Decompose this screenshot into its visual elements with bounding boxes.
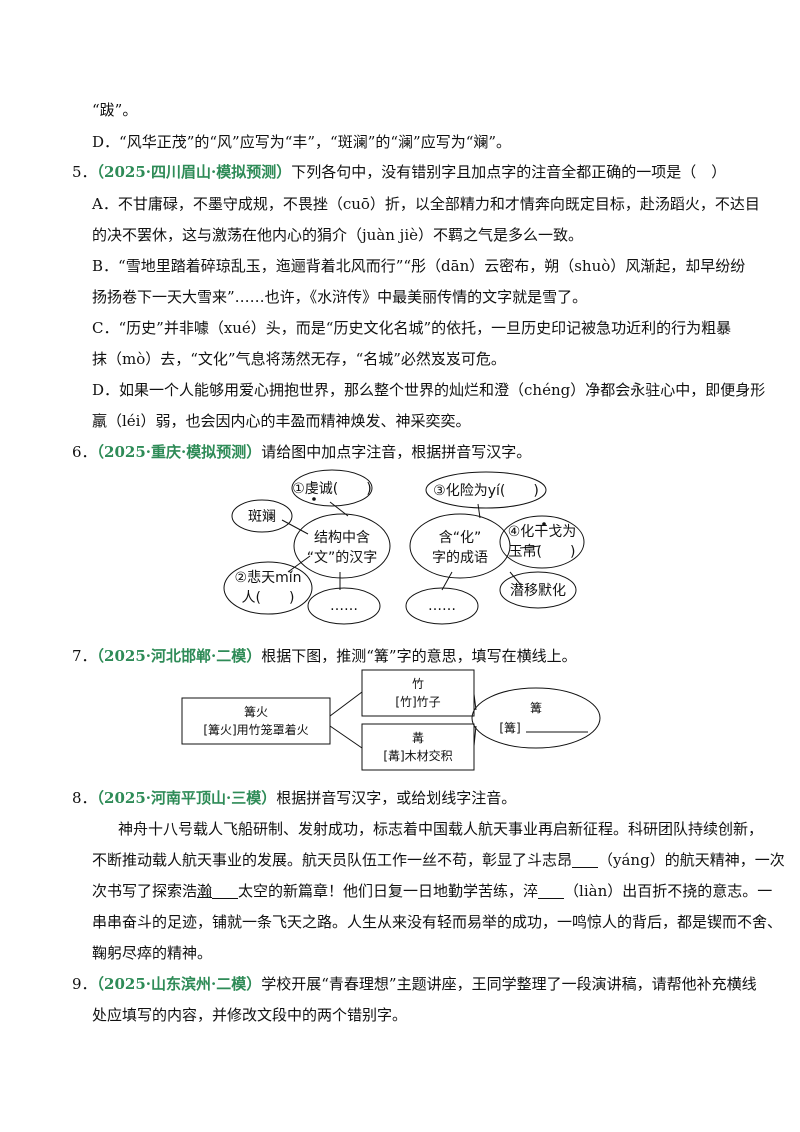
question-9-line2: 处应填写的内容，并修改文段中的两个错别字。: [92, 1006, 408, 1024]
right-more-node: ……: [428, 598, 456, 614]
ellipse-line2: [篝]: [499, 720, 520, 735]
mind-map-diagram: 结构中含 “文”的汉字 ①虔诚( ) 斑斓 ②悲天mǐn 人( ) …… 含“化…: [223, 469, 585, 625]
question-source: （2025·河南平顶山·三模）: [96, 789, 277, 807]
underlined-character: 瀚: [197, 882, 213, 900]
question-stem: 下列各句中，没有错别字且加点字的注音全都正确的一项是（ ）: [291, 163, 727, 181]
left-center-line1: 结构中含: [314, 530, 370, 546]
right-center-line2: 字的成语: [432, 550, 488, 566]
box-top-line1: 竹: [412, 677, 424, 691]
right-bottom-node: 潜移默化: [510, 583, 566, 599]
option-d-line2: 羸（léi）弱，也会因内心的丰盈而精神焕发、神采奕奕。: [92, 412, 471, 430]
box-left-line1: 篝火: [244, 704, 268, 719]
question-number: 8．: [72, 789, 97, 807]
option-a-line2: 的决不罢休，这与激荡在他内心的狷介（juàn jiè）不羁之气是多么一致。: [92, 226, 584, 244]
right-center-line1: 含“化”: [439, 530, 482, 546]
question-number: 5．: [72, 163, 97, 181]
box-top-line2: [竹]竹子: [395, 695, 440, 709]
option-a-line1: A．不甘庸碌，不墨守成规，不畏挫（cuō）折，以全部精力和才情奔向既定目标，赴汤…: [92, 195, 760, 213]
question-number: 6．: [72, 443, 97, 461]
passage-line1: 神舟十八号载人飞船研制、发射成功，标志着中国载人航天事业再启新征程。科研团队持续…: [118, 820, 764, 838]
right-mid-line2: 玉帛( ): [509, 543, 576, 560]
question-source: （2025·山东滨州·二模）: [96, 975, 262, 993]
left-center-line2: “文”的汉字: [307, 550, 378, 566]
option-d-line1: D．如果一个人能够用爱心拥抱世界，那么整个世界的灿烂和澄（chéng）净都会永驻…: [92, 381, 766, 399]
right-mid-line1: ④化干戈为: [508, 524, 577, 540]
question-8-header: 8．（2025·河南平顶山·三模）根据拼音写汉字，或给划线字注音。: [72, 784, 516, 813]
question-source: （2025·四川眉山·模拟预测）: [96, 163, 292, 181]
passage-line3: 次书写了探索浩瀚太空的新篇章！他们日复一日地勤学苦练，淬（liàn）出百折不挠的…: [92, 882, 773, 900]
question-source: （2025·河北邯郸·二模）: [96, 647, 262, 665]
left-bottom-line2: 人( ): [242, 590, 295, 606]
question-stem: 根据拼音写汉字，或给划线字注音。: [276, 789, 517, 807]
answer-blank[interactable]: [538, 884, 565, 899]
passage-line2: 不断推动载人航天事业的发展。航天员队伍工作一丝不苟，彰显了斗志昂（yáng）的航…: [92, 851, 785, 869]
question-9-header: 9．（2025·山东滨州·二模）学校开展“青春理想”主题讲座，王同学整理了一段演…: [72, 970, 757, 999]
box-bottom-line1: 冓: [412, 731, 424, 745]
option-c-line1: C．“历史”并非噱（xué）头，而是“历史文化名城”的依托，一旦历史印记被急功近…: [92, 319, 732, 337]
answer-blank[interactable]: [212, 884, 239, 899]
option-c-line2: 抹（mò）去，“文化”气息将荡然无存，“名城”必然岌岌可危。: [92, 350, 506, 368]
question-source: （2025·重庆·模拟预测）: [96, 443, 262, 461]
question-number: 7．: [72, 647, 97, 665]
answer-blank[interactable]: [572, 853, 599, 868]
left-mid-node: 斑斓: [248, 509, 276, 525]
emphasis-dot: [312, 497, 316, 501]
left-top-node: ①虔诚( ): [292, 481, 371, 497]
ellipse-line1: 篝: [530, 700, 542, 715]
question-stem: 请给图中加点字注音，根据拼音写汉字。: [261, 443, 532, 461]
left-bottom-line1: ②悲天mǐn: [235, 569, 302, 586]
right-top-node: ③化险为yí( ): [433, 483, 539, 499]
question-5-header: 5．（2025·四川眉山·模拟预测）下列各句中，没有错别字且加点字的注音全都正确…: [72, 158, 726, 187]
question-7-header: 7．（2025·河北邯郸·二模）根据下图，推测“篝”字的意思，填写在横线上。: [72, 642, 577, 671]
box-bottom-line2: [冓]木材交积: [383, 748, 452, 763]
question-6-header: 6．（2025·重庆·模拟预测）请给图中加点字注音，根据拼音写汉字。: [72, 438, 531, 467]
prev-option-tail: “跋”。: [92, 101, 138, 119]
emphasis-dot: [542, 522, 546, 526]
box-left-line2: [篝火]用竹笼罩着火: [203, 722, 308, 737]
prev-option-d: D．“风华正茂”的“风”应写为“丰”，“斑澜”的“澜”应写为“斓”。: [92, 133, 512, 151]
passage-line5: 鞠躬尽瘁的精神。: [92, 944, 213, 962]
question-stem: 根据下图，推测“篝”字的意思，填写在横线上。: [261, 647, 577, 665]
question-number: 9．: [72, 975, 97, 993]
question-stem: 学校开展“青春理想”主题讲座，王同学整理了一段演讲稿，请帮他补充横线: [261, 975, 757, 993]
option-b-line1: B．“雪地里踏着碎琼乱玉，迤逦背着北风而行”“彤（dān）云密布，朔（shuò）…: [92, 257, 746, 275]
character-diagram: 篝火 [篝火]用竹笼罩着火 竹 [竹]竹子 冓 [冓]木材交积 篝 [篝]: [181, 669, 601, 771]
passage-line4: 串串奋斗的足迹，铺就一条飞天之路。人生从来没有轻而易举的成功，一鸣惊人的背后，都…: [92, 913, 783, 931]
option-b-line2: 扬扬卷下一天大雪来”……也许，《水浒传》中最美丽传情的文字就是雪了。: [92, 288, 588, 306]
left-more-node: ……: [330, 598, 358, 614]
